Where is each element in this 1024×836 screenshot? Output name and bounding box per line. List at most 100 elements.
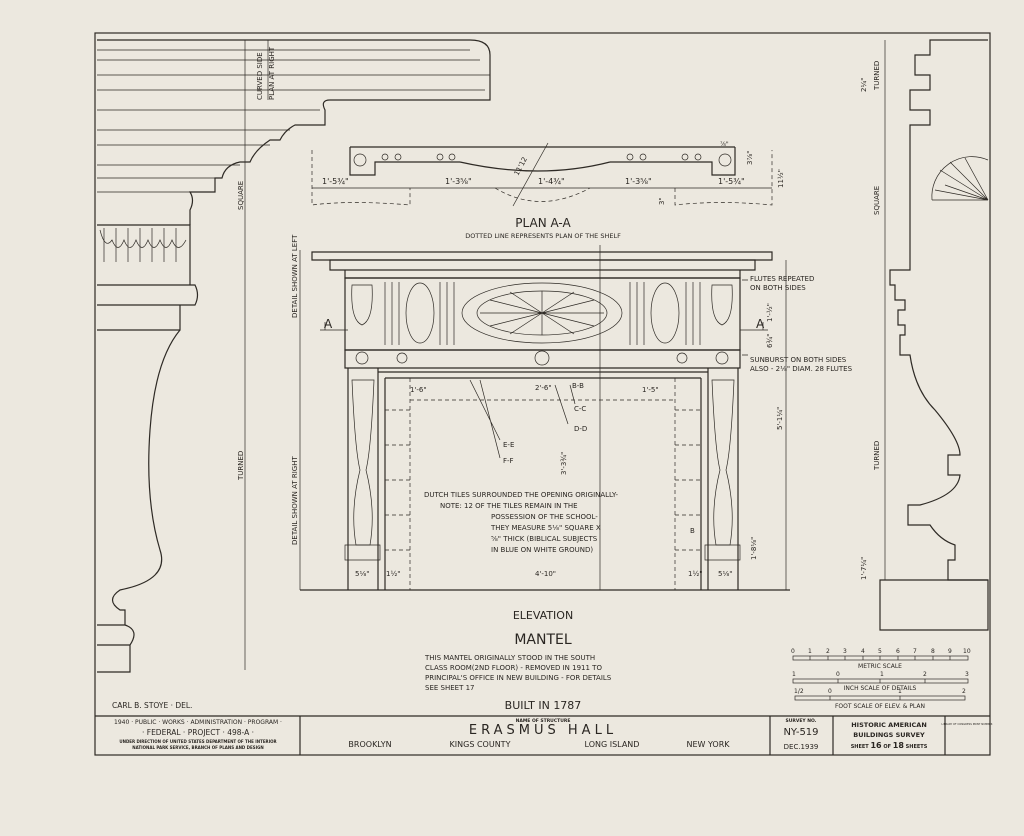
tiles-note-line2: NOTE: 12 OF THE TILES REMAIN IN THE [440,502,578,510]
plan-dim-small: 3⅞" [746,151,754,165]
metric-tick: 5 [878,648,882,655]
survey-number: NY-519 [783,727,818,738]
metric-tick: 4 [861,648,865,655]
plan-dim-3in: 3" [658,197,666,205]
dim-base-left: 5⅛" [355,570,369,578]
dim-opening-height: 3'-3¾" [560,452,568,475]
metric-tick: 8 [931,648,935,655]
plan-dim-depth: 11½" [777,169,785,188]
label-turned-left: TURNED [237,451,245,481]
section-ref-f-f: F-F [503,457,514,465]
plan-dim-2: 1'-3⅝" [445,177,472,186]
section-marker-left: A [324,317,333,331]
sheet-border [94,32,991,756]
dim-right-panel: 1'-5" [642,386,659,394]
dim-left-panel: 1'-6" [410,386,427,394]
mantel-title: MANTEL [514,632,572,648]
dim-upper: 1'-½" [766,303,774,322]
inch-scale-label: INCH SCALE OF DETAILS [844,685,917,692]
dim-base-right-2: 1½" [688,570,702,578]
location-region: LONG ISLAND [585,740,640,749]
location-county: KINGS COUNTY [450,740,511,749]
inch-tick: 0 [836,671,840,678]
label-square-left: SQUARE [237,181,245,210]
dim-base-right: 5⅛" [718,570,732,578]
structure-name-label: NAME OF STRUCTURE [516,718,571,724]
foot-tick: 2 [962,688,966,695]
plan-subtitle: DOTTED LINE REPRESENTS PLAN OF THE SHELF [465,232,621,240]
graphic-scales [792,655,969,701]
dim-right-bottom: 1'-7¼" [860,557,868,580]
dim-opening-width: 4'-10" [535,570,556,578]
description-line4: SEE SHEET 17 [425,684,474,692]
program-text: 1940 · PUBLIC · WORKS · ADMINISTRATION ·… [114,719,282,726]
direction-line1: UNDER DIRECTION OF UNITED STATES DEPARTM… [119,739,276,744]
sunburst-note-line1: SUNBURST ON BOTH SIDES [750,356,847,364]
mantel-elevation-drawing [299,245,790,591]
label-detail-shown-at-left: DETAIL SHOWN AT LEFT [291,234,299,318]
tiles-note-line4: THEY MEASURE 5⅛" SQUARE X [490,524,601,532]
delineator-credit: CARL B. STOYE · DEL. [112,701,192,710]
plan-dim-1: 1'-5¾" [322,177,349,186]
metric-tick: 6 [896,648,900,655]
label-plan-at-right: PLAN AT RIGHT [268,46,276,100]
dim-plinth: 1'-8⅛" [750,537,758,560]
metric-tick: 10 [963,648,971,655]
tiles-note-line1: DUTCH TILES SURROUNDED THE OPENING ORIGI… [424,491,618,499]
section-marker-right: A [756,317,765,331]
section-ref-d-d: D-D [574,425,587,433]
description-line3: PRINCIPAL'S OFFICE IN NEW BUILDING - FOR… [425,674,612,682]
habs-line2: BUILDINGS SURVEY [853,731,925,739]
metric-tick: 1 [808,648,812,655]
structure-name: ERASMUS HALL [469,723,617,738]
plan-dim-4: 1'-3⅝" [625,177,652,186]
right-profile-detail [879,39,989,631]
location-city: BROOKLYN [348,740,391,749]
metric-ticks: 0 1 2 3 4 5 6 7 8 9 10 [791,648,971,655]
dim-base-left-2: 1½" [386,570,400,578]
sunburst-note-line2: ALSO - 2⅛" DIAM. 28 FLUTES [750,365,853,373]
metric-tick: 3 [843,648,847,655]
location-state: NEW YORK [686,740,730,749]
plan-dim-5: 1'-5¾" [718,177,745,186]
dim-total-height: 5'-1¼" [776,407,784,430]
plan-dim-tiny: ⅞" [720,141,729,148]
foot-tick: 1 [898,688,902,695]
title-block [299,716,946,755]
flutes-note-line1: FLUTES REPEATED [750,275,814,283]
section-ref-c-c: C-C [574,405,586,413]
plan-dim-radius: 11'12 [513,156,529,177]
inch-tick: 3 [965,671,969,678]
survey-date: DEC.1939 [784,743,819,751]
section-ref-b-b: B-B [572,382,584,390]
left-profile-detail [97,39,491,673]
library-stamp: LIBRARY OF CONGRESS PRINT NUMBER [941,722,992,726]
sheet-count: SHEET 16 OF 18 SHEETS [851,741,928,750]
inch-tick: 1 [792,671,796,678]
plan-title: PLAN A-A [515,216,571,230]
description-line2: CLASS ROOM(2ND FLOOR) - REMOVED IN 1911 … [425,664,602,672]
metric-tick: 2 [826,648,830,655]
dim-right-top: 2¼" [860,78,868,92]
built-date: BUILT IN 1787 [505,699,582,712]
project-text: · FEDERAL · PROJECT · 498-A · [142,728,254,737]
flutes-note-line2: ON BOTH SIDES [750,284,806,292]
metric-tick: 7 [913,648,917,655]
foot-tick: 1/2 [794,688,804,695]
label-turned-right-top: TURNED [873,61,881,91]
inch-tick: 1 [880,671,884,678]
plan-a-a-drawing [311,142,773,207]
metric-tick: 0 [791,648,795,655]
label-detail-shown-at-right: DETAIL SHOWN AT RIGHT [291,456,299,545]
tiles-note-line3: POSSESSION OF THE SCHOOL- [491,513,598,521]
inch-tick: 2 [923,671,927,678]
label-turned-right: TURNED [873,441,881,471]
dim-center-panel: 2'-6" [535,384,552,392]
direction-line2: NATIONAL PARK SERVICE, BRANCH OF PLANS A… [132,745,263,750]
foot-scale-label: FOOT SCALE OF ELEV. & PLAN [835,703,925,710]
survey-number-label: SURVEY NO. [786,718,817,724]
habs-line1: HISTORIC AMERICAN [851,721,927,729]
description-line1: THIS MANTEL ORIGINALLY STOOD IN THE SOUT… [424,654,595,662]
foot-tick: 0 [828,688,832,695]
